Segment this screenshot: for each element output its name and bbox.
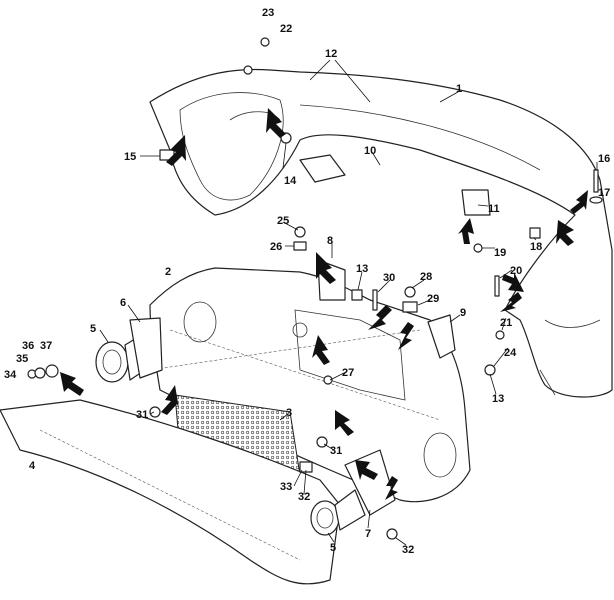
callout-18: 18 [530,241,542,253]
callout-29: 29 [427,293,439,305]
callout-26: 26 [270,241,282,253]
callouts: 23 22 12 1 15 14 10 16 17 11 19 18 25 26… [4,7,610,556]
callout-2: 2 [165,266,171,278]
bracket-6 [129,317,163,379]
lamp-housing-lower [310,489,366,536]
callout-13: 13 [356,263,368,275]
callout-36: 36 [22,340,34,352]
callout-12: 12 [325,48,337,60]
callout-20: 20 [510,265,522,277]
callout-13b: 13 [492,393,504,405]
callout-37: 37 [40,340,52,352]
callout-31b: 31 [330,445,342,457]
callout-10: 10 [364,145,376,157]
callout-32b: 32 [402,544,414,556]
callout-21: 21 [500,317,512,329]
bumper-armature [149,267,471,503]
callout-23: 23 [262,7,274,19]
callout-31: 31 [136,409,148,421]
callout-24: 24 [504,347,517,359]
callout-1: 1 [456,83,462,95]
arrows [60,108,588,500]
callout-3: 3 [286,407,292,419]
callout-16: 16 [598,153,610,165]
lower-valance [0,399,341,585]
callout-9: 9 [460,307,466,319]
callout-5: 5 [90,323,96,335]
callout-14: 14 [284,175,297,187]
callout-34: 34 [4,369,17,381]
callout-17: 17 [598,187,610,199]
callout-7: 7 [365,528,371,540]
callout-11: 11 [488,203,500,215]
callout-15: 15 [124,151,136,163]
callout-30: 30 [383,272,395,284]
callout-5b: 5 [330,542,336,554]
callout-35: 35 [16,353,28,365]
leader-lines [99,59,598,546]
callout-28: 28 [420,271,432,283]
callout-27: 27 [342,367,354,379]
bracket-11 [461,189,491,216]
bracket-9 [427,314,456,359]
callout-19: 19 [494,247,506,259]
fasteners [27,37,603,540]
callout-8: 8 [327,235,333,247]
callout-4: 4 [29,460,36,472]
callout-25: 25 [277,215,289,227]
callout-32: 32 [298,491,310,503]
callout-33: 33 [280,481,292,493]
bumper-cover [149,68,613,398]
callout-6: 6 [120,297,126,309]
callout-22: 22 [280,23,292,35]
bracket-10 [299,154,346,183]
